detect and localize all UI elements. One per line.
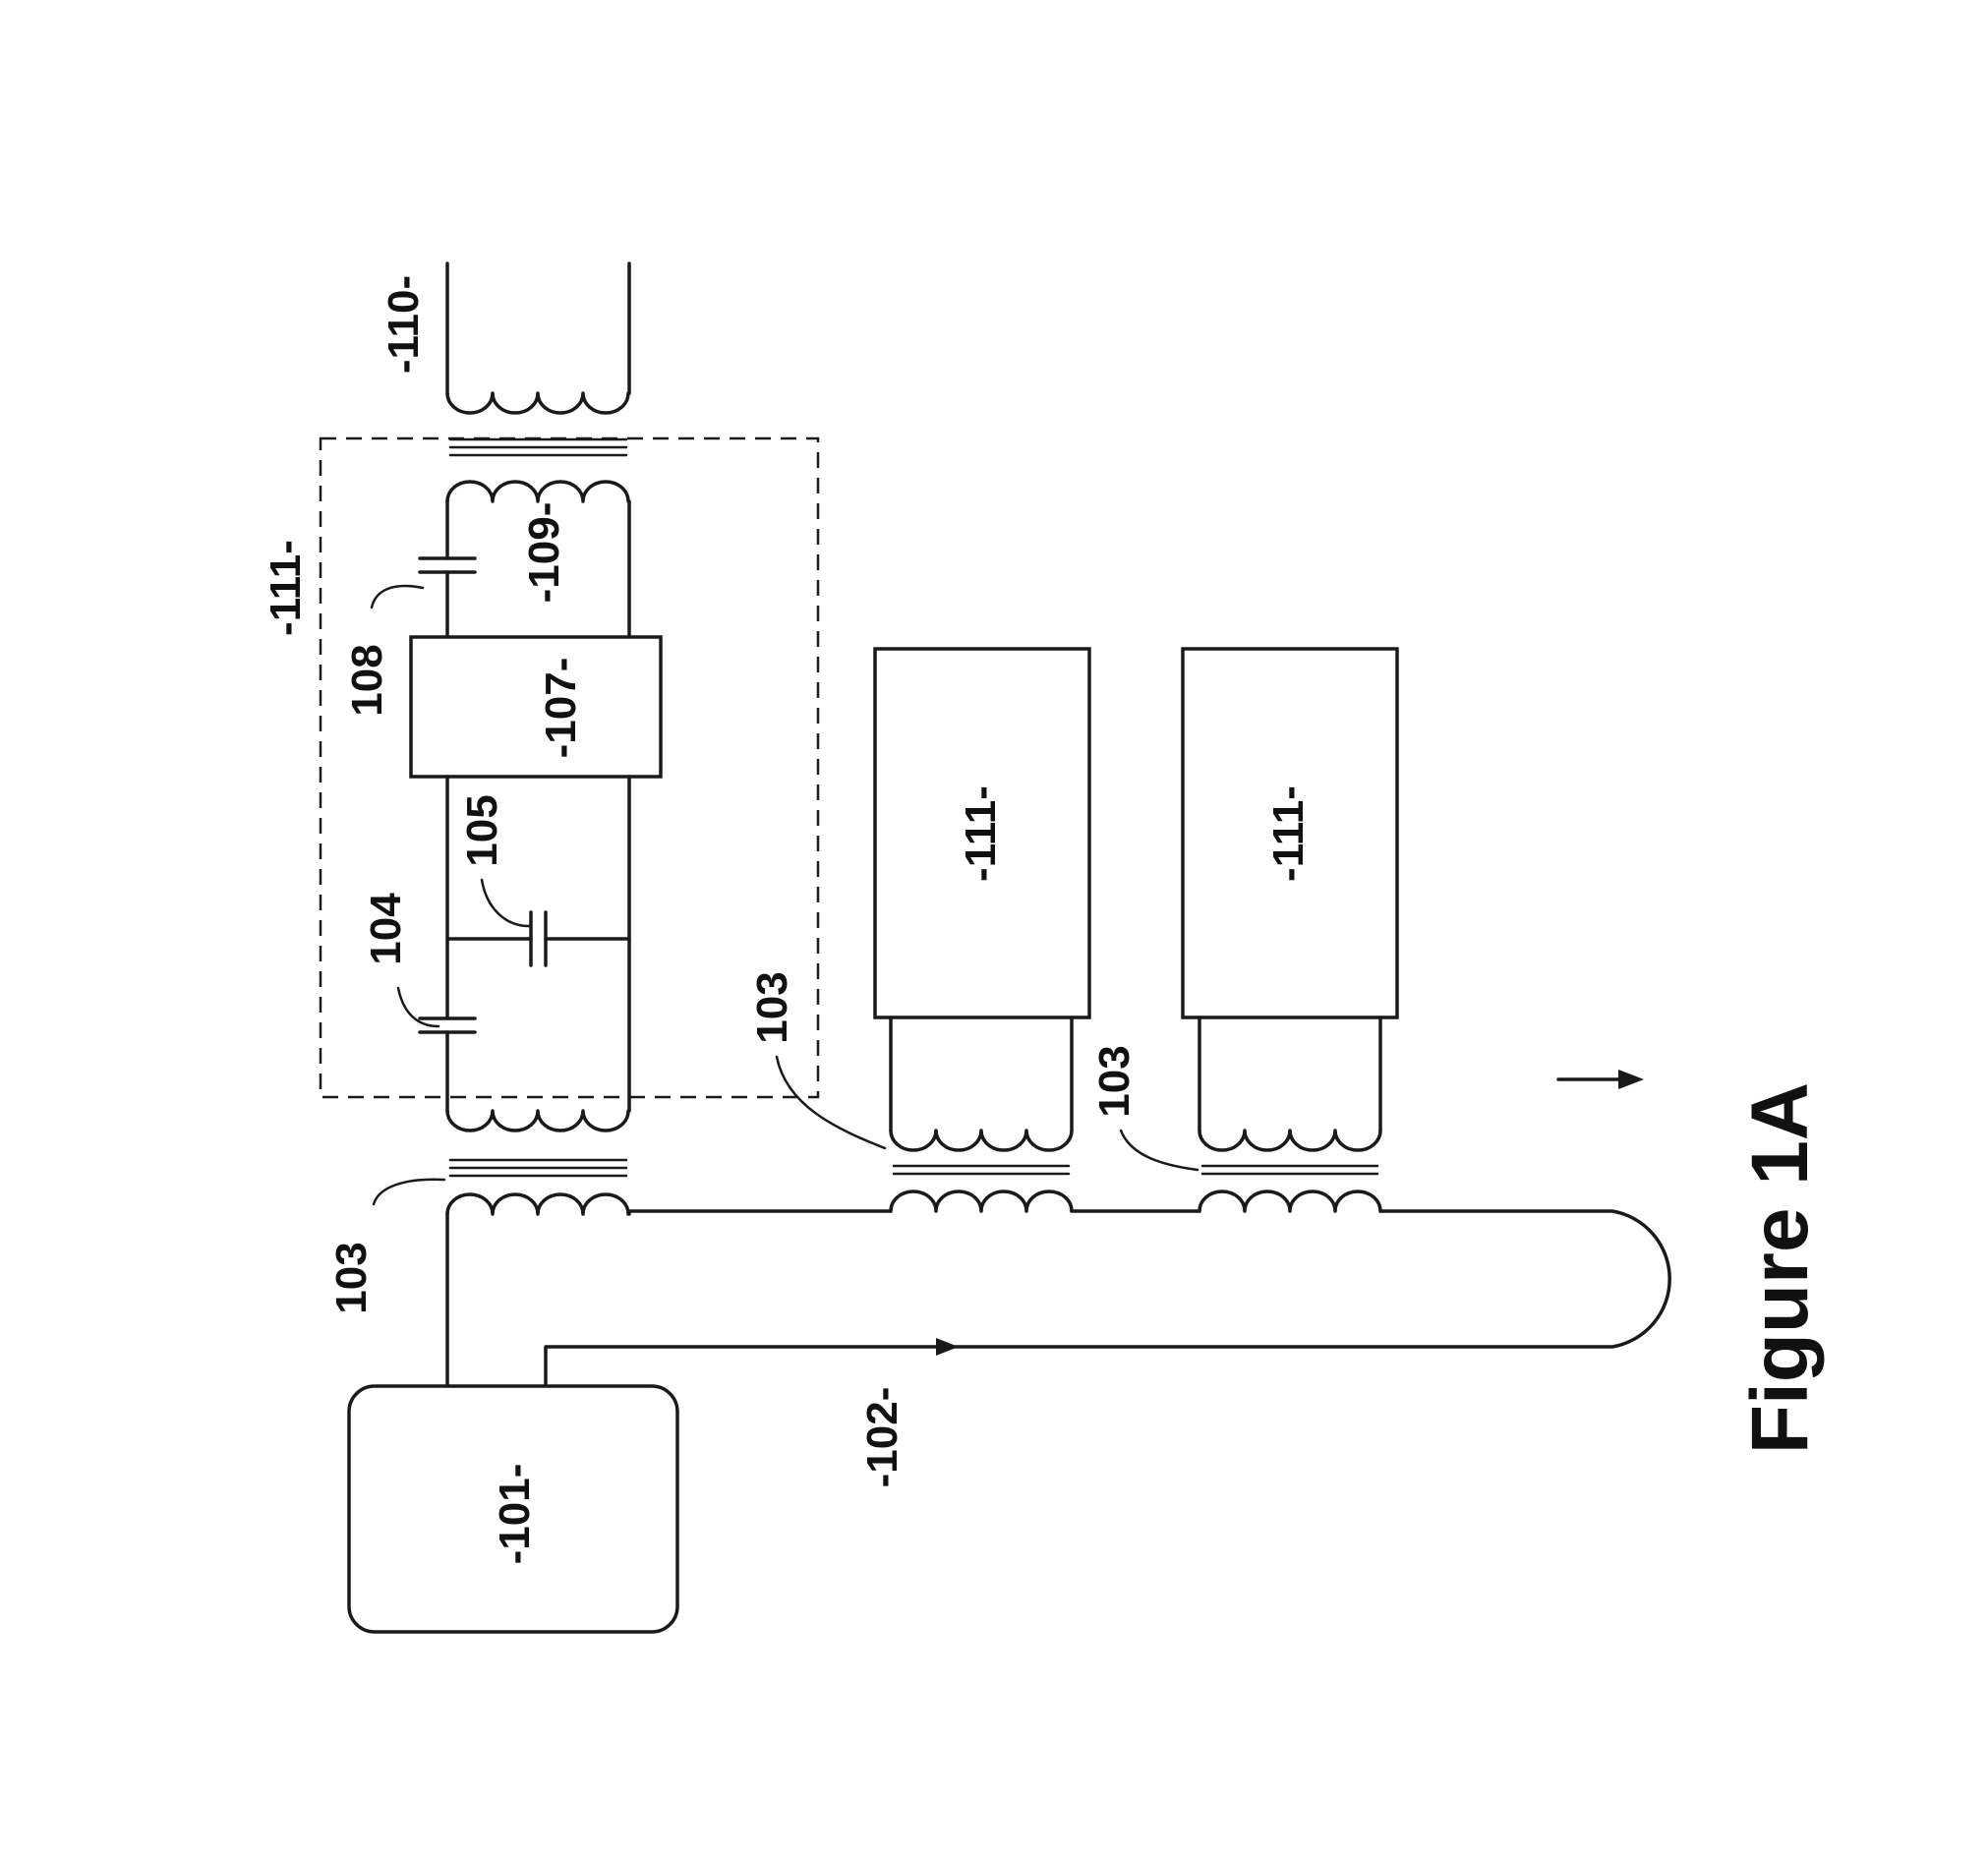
coil-upper-secondary <box>891 1017 1072 1150</box>
label-103-c: 103 <box>1090 1045 1139 1117</box>
coil-primary-c <box>1199 1191 1380 1211</box>
label-103-b: 103 <box>748 971 796 1043</box>
label-105: 105 <box>458 794 506 866</box>
label-111-lower: -111- <box>1264 785 1313 882</box>
capacitor-105 <box>447 912 629 965</box>
core-lines-a <box>450 1160 626 1176</box>
label-110: -110- <box>380 275 428 374</box>
left-rail-upper <box>420 501 475 637</box>
coil-lower-secondary <box>1199 1017 1380 1150</box>
figure-title: Figure 1A <box>1735 1082 1825 1454</box>
label-103-a: 103 <box>327 1242 376 1313</box>
loop-arrow-head <box>936 1338 959 1356</box>
coil-110 <box>447 263 629 413</box>
coil-109 <box>447 482 628 501</box>
label-111-dashed: -111- <box>262 540 310 636</box>
direction-arrow-icon <box>1558 1070 1644 1089</box>
label-107: -107- <box>537 658 585 759</box>
coil-group-secondary <box>447 1111 628 1131</box>
label-102: -102- <box>858 1387 906 1488</box>
label-108: 108 <box>343 644 391 716</box>
label-104: 104 <box>362 893 410 965</box>
label-111-upper: -111- <box>957 785 1005 882</box>
label-109: -109- <box>520 502 568 604</box>
coil-primary-b <box>891 1191 1072 1211</box>
core-lines-c <box>1202 1166 1377 1174</box>
module-107 <box>411 637 661 777</box>
coil-primary-a <box>447 1194 628 1214</box>
loop-102 <box>447 1211 1669 1386</box>
label-101: -101- <box>491 1464 539 1565</box>
core-lines-b <box>894 1166 1069 1174</box>
core-lines-top <box>450 439 626 455</box>
